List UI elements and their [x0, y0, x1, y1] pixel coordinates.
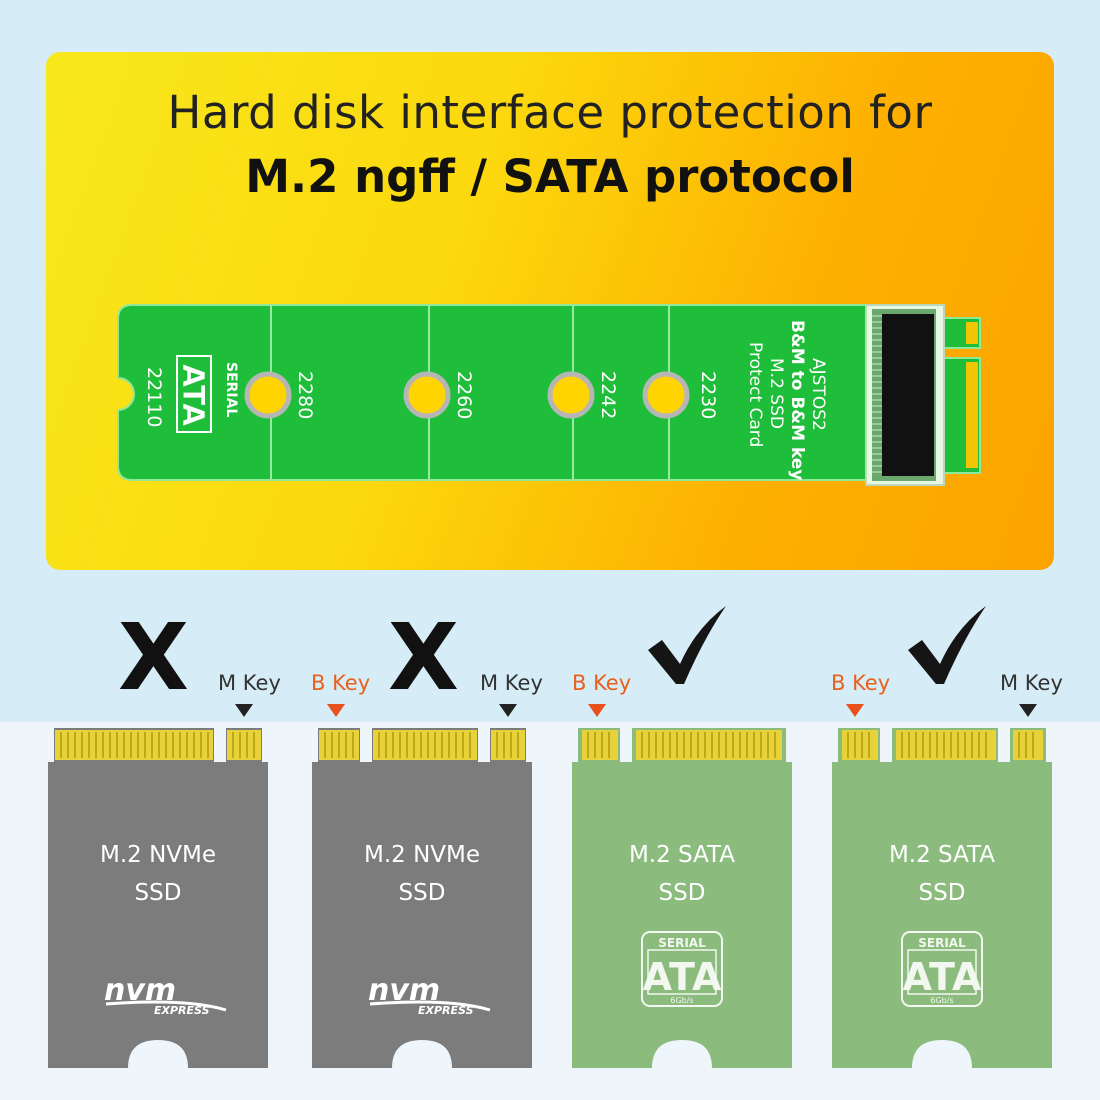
ssd-card-nvme-2: nvm EXPRESS — [312, 728, 532, 1068]
card-key-text: B&M to B&M key — [787, 320, 807, 480]
check-mark-icon — [648, 606, 726, 684]
serial-ata-logo-icon: ATA — [175, 355, 212, 433]
ssd-label-4-line2: SSD — [918, 880, 966, 906]
m-key-label-1: M Key — [218, 671, 281, 695]
nvm-express-logo-icon: nvm EXPRESS — [368, 973, 491, 1017]
ssd-label-3-line2: SSD — [658, 880, 706, 906]
size-label-2242: 2242 — [597, 371, 619, 419]
nvm-express-logo-icon: nvm EXPRESS — [104, 973, 227, 1017]
size-label-22110: 22110 — [143, 367, 165, 427]
sata-logo-top: SERIAL — [918, 936, 966, 950]
sata-logo-main: ATA — [643, 955, 722, 999]
ssd-label-4-line1: M.2 SATA — [888, 842, 996, 868]
logo-ata-text: ATA — [175, 364, 210, 427]
ssd-card-nvme-1: nvm EXPRESS — [48, 728, 268, 1068]
ssd-label-2-line2: SSD — [398, 880, 446, 906]
m-key-label-4: M Key — [1000, 671, 1063, 695]
serial-ata-logo-icon: SERIAL ATA 6Gb/s — [901, 931, 983, 1007]
b-key-label-2: B Key — [311, 671, 371, 695]
serial-ata-logo-icon: SERIAL ATA 6Gb/s — [641, 931, 723, 1007]
sata-logo-top: SERIAL — [658, 936, 706, 950]
size-label-2230: 2230 — [697, 371, 719, 419]
ssd-label-3: M.2 SATA SSD — [572, 836, 792, 912]
m-key-arrow-icon — [499, 704, 517, 717]
b-key-label-4: B Key — [831, 671, 891, 695]
b-key-arrow-icon — [588, 704, 606, 717]
logo-serial-text: SERIAL — [223, 362, 239, 417]
gold-pins — [319, 730, 525, 760]
card-desc1: M.2 SSD — [766, 358, 786, 429]
title-line2: M.2 ngff / SATA protocol — [245, 150, 855, 203]
sata-logo-sub: 6Gb/s — [930, 996, 953, 1005]
ssd-card-sata-1: SERIAL ATA 6Gb/s — [572, 728, 792, 1068]
gold-pins — [842, 730, 1043, 760]
ssd-card-sata-2: SERIAL ATA 6Gb/s — [832, 728, 1052, 1068]
gold-pins — [582, 730, 782, 760]
socket-pins — [872, 315, 882, 473]
ssd-label-2: M.2 NVMe SSD — [312, 836, 532, 912]
b-key-arrow-icon — [846, 704, 864, 717]
sata-logo-main: ATA — [903, 955, 982, 999]
size-label-2260: 2260 — [453, 371, 475, 419]
size-label-2280: 2280 — [294, 371, 316, 419]
card-model: AJSTOS2 — [808, 358, 828, 431]
ssd-label-3-line1: M.2 SATA — [628, 842, 736, 868]
ssd-label-1-line1: M.2 NVMe — [99, 842, 217, 868]
b-key-label-3: B Key — [572, 671, 632, 695]
incompatible-x-mark-1: X — [118, 604, 189, 711]
check-mark-icon — [908, 606, 986, 684]
ssd-label-2-line1: M.2 NVMe — [363, 842, 481, 868]
nvm-logo-sub: EXPRESS — [154, 1004, 210, 1017]
pcb-board — [117, 304, 945, 481]
pcb-edge-pins — [966, 322, 978, 468]
protect-card: 22110 SERIAL 2280 2260 2242 2230 Protect… — [117, 304, 981, 486]
incompatible-x-mark-2: X — [388, 604, 459, 711]
gold-pins — [55, 730, 261, 760]
ssd-label-4: M.2 SATA SSD — [832, 836, 1052, 912]
b-key-arrow-icon — [327, 704, 345, 717]
nvm-logo-sub: EXPRESS — [418, 1004, 474, 1017]
mounting-holes — [244, 371, 690, 419]
ssd-label-1-line2: SSD — [134, 880, 182, 906]
sata-logo-sub: 6Gb/s — [670, 996, 693, 1005]
card-desc2: Protect Card — [745, 342, 765, 447]
m-key-label-2: M Key — [480, 671, 543, 695]
m-key-arrow-icon — [235, 704, 253, 717]
m-key-arrow-icon — [1019, 704, 1037, 717]
title-line1: Hard disk interface protection for — [167, 86, 933, 139]
ssd-label-1: M.2 NVMe SSD — [48, 836, 268, 912]
